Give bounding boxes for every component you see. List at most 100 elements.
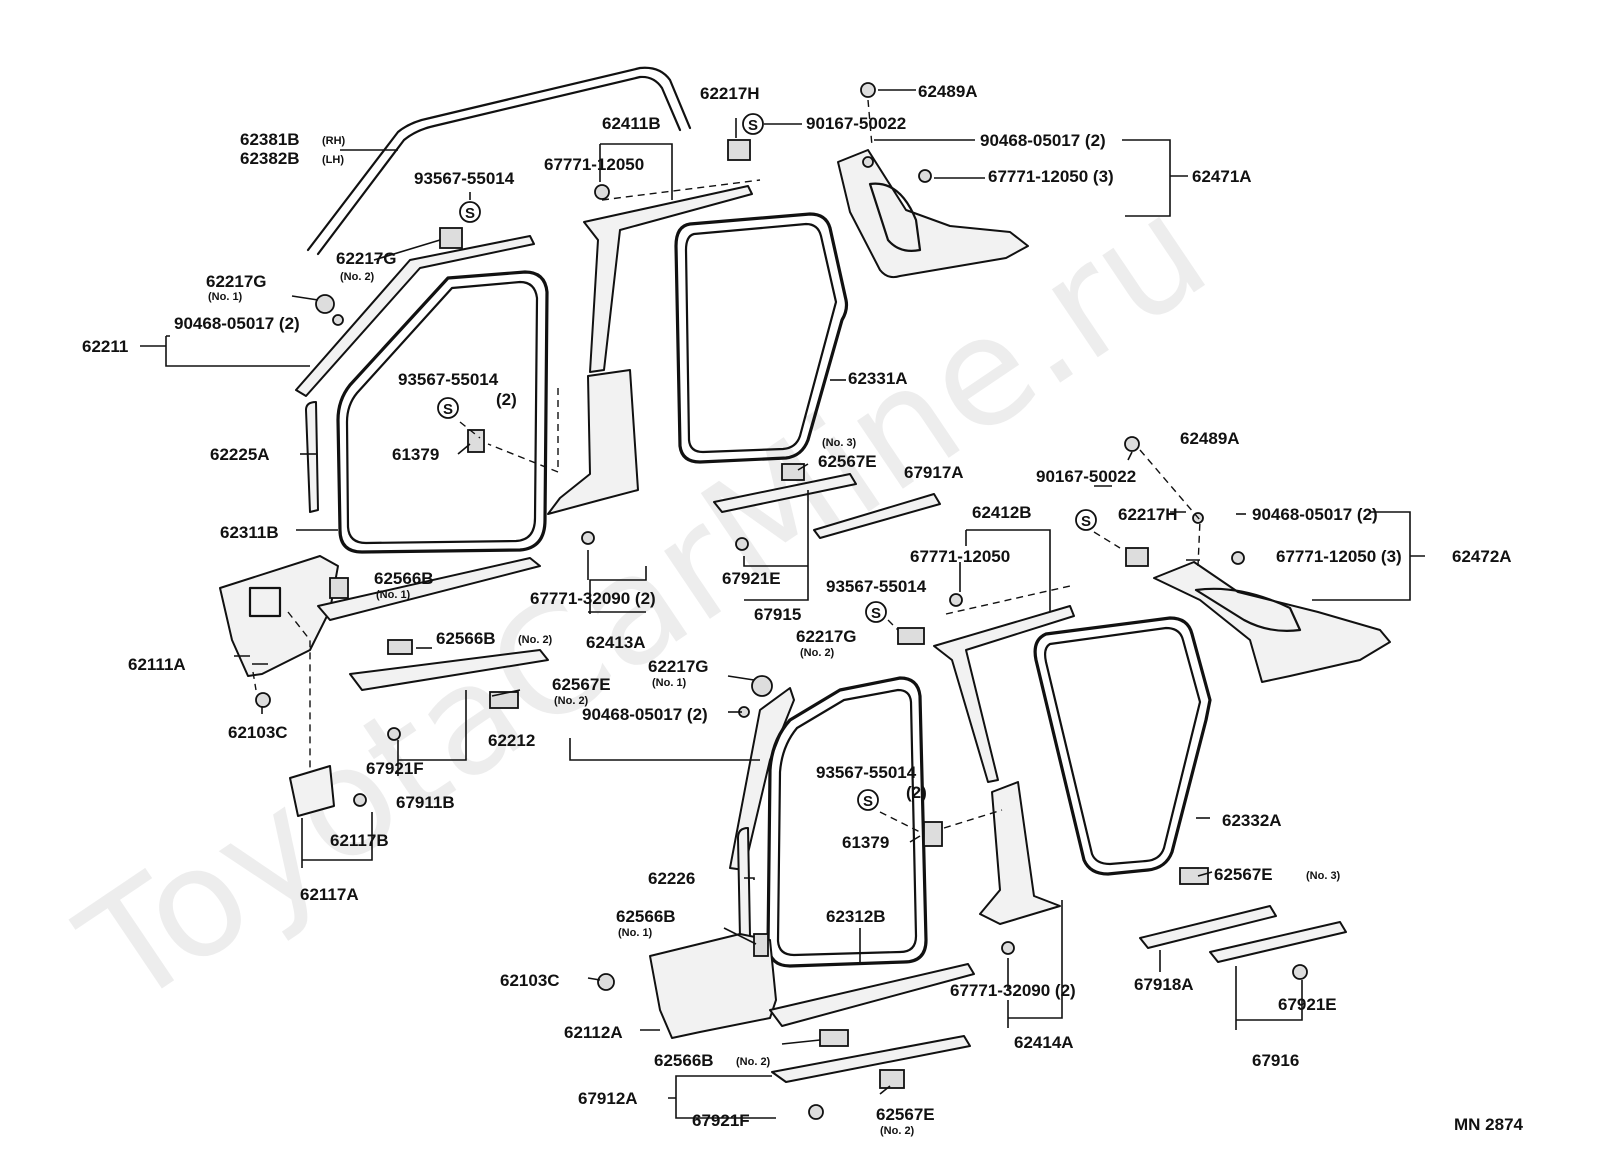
label-62217G-a: 62217G	[336, 249, 397, 268]
label-62566B-a: 62566B	[374, 569, 434, 588]
s-symbol-f: S	[863, 793, 873, 810]
clip-67921E-a	[735, 537, 749, 551]
diagram-code: MN 2874	[1454, 1115, 1524, 1134]
label-62411B: 62411B	[602, 114, 661, 133]
label-62567E-a: 62567E	[818, 452, 877, 471]
clip-90468-b	[332, 314, 344, 326]
label-62412B: 62412B	[972, 503, 1032, 522]
s-symbol-circle-b	[459, 201, 481, 223]
front-weatherstrip-62225A	[305, 401, 319, 513]
clip-62567E-a	[781, 463, 805, 481]
label-90468-b: 90468-05017 (2)	[174, 314, 300, 333]
clip-62567E-d	[879, 1069, 905, 1089]
center-pillar-upper	[583, 185, 753, 373]
label-62381B: 62381B	[240, 130, 300, 149]
clip-67771-32090-a	[581, 531, 595, 545]
label-62312B: 62312B	[826, 907, 886, 926]
label-93567-b: 93567-55014	[398, 370, 499, 389]
label-67771-3-a: 67771-12050 (3)	[988, 167, 1114, 186]
label-62211: 62211	[82, 337, 128, 356]
label-67915: 67915	[754, 605, 801, 624]
label-62217G-d: 62217G	[648, 657, 709, 676]
label-67918A: 67918A	[1134, 975, 1194, 994]
kick-panel-vent	[248, 586, 282, 618]
clip-62217G-a	[439, 227, 463, 249]
center-pillar-lower	[547, 369, 639, 515]
s-symbol-a: S	[748, 117, 758, 134]
label-67771-12050-a: 67771-12050	[544, 155, 644, 174]
front-door-scuff-plate	[349, 649, 549, 691]
front-weatherstrip-62226	[737, 827, 751, 939]
label-90468-d: 90468-05017 (2)	[582, 705, 708, 724]
s-symbol-circle-a	[742, 113, 764, 135]
label-62566B-d-no: (No. 2)	[736, 1056, 771, 1068]
clip-62217G-d	[751, 675, 773, 697]
s-symbol-circle-e	[865, 601, 887, 623]
label-62566B-d: 62566B	[654, 1051, 714, 1070]
rear-door-scuff-plate-67918A	[1139, 905, 1277, 949]
label-62567E-d: 62567E	[876, 1105, 935, 1124]
clip-62566B-c	[753, 933, 769, 957]
roof-rail-molding	[306, 66, 692, 252]
rear-door-scuff-67917A	[813, 493, 941, 539]
label-62217H-a: 62217H	[700, 84, 760, 103]
label-67771-3-b: 67771-12050 (3)	[1276, 547, 1402, 566]
label-62217G-c: 62217G	[796, 627, 857, 646]
s-symbol-c: S	[443, 401, 453, 418]
front-door-opening-trim-inner	[345, 280, 539, 545]
s-symbol-b: S	[465, 205, 475, 222]
label-67917A: 67917A	[904, 463, 964, 482]
clip-67771-3-b	[1231, 551, 1245, 565]
label-62103C-a: 62103C	[228, 723, 288, 742]
front-scuff-plate-upper-lh	[769, 963, 975, 1027]
label-93567-c: 93567-55014	[826, 577, 927, 596]
front-pillar-garnish-upper	[295, 235, 535, 397]
label-90468-a: 90468-05017 (2)	[980, 131, 1106, 150]
s-symbol-circle-d	[1075, 509, 1097, 531]
label-93567-d-qty: (2)	[906, 783, 927, 802]
label-67921F-a: 67921F	[366, 759, 424, 778]
label-67916: 67916	[1252, 1051, 1299, 1070]
clip-62566B-a	[329, 577, 349, 599]
clip-62489A-b	[1124, 436, 1140, 452]
clip-62117B	[353, 793, 367, 807]
label-61379-b: 61379	[842, 833, 889, 852]
clip-62217H-a	[727, 139, 751, 161]
label-62381B-rh: (RH)	[322, 135, 346, 147]
rear-door-opening-trim-inner	[684, 222, 838, 454]
label-62217H-b: 62217H	[1118, 505, 1178, 524]
label-62217G-b: 62217G	[206, 272, 267, 291]
part-labels: 62381B (RH) 62382B (LH) 62217H 62411B S …	[82, 82, 1524, 1137]
label-62117B: 62117B	[330, 831, 389, 850]
label-62567E-a-no: (No. 3)	[822, 437, 857, 449]
label-62217G-c-no: (No. 2)	[800, 647, 835, 659]
clip-61379-a	[467, 429, 485, 453]
label-62566B-a-no: (No. 1)	[376, 589, 411, 601]
rear-door-scuff-plate-67915	[713, 473, 857, 513]
rear-door-scuff-plate-67916	[1209, 921, 1347, 963]
label-62332A: 62332A	[1222, 811, 1282, 830]
s-symbol-circle-f	[857, 789, 879, 811]
label-61379-a: 61379	[392, 445, 439, 464]
label-67921F-b: 67921F	[692, 1111, 750, 1130]
clip-62566B-d	[819, 1029, 849, 1047]
label-62382B-lh: (LH)	[322, 154, 344, 166]
front-door-scuff-plate-lh	[771, 1035, 971, 1083]
s-symbol-d: S	[1081, 513, 1091, 530]
label-62567E-c-no: (No. 3)	[1306, 870, 1341, 882]
clip-67921E-b	[1292, 964, 1308, 980]
label-62566B-b-no: (No. 2)	[518, 634, 553, 646]
label-62112A: 62112A	[564, 1023, 623, 1042]
roof-rail-molding-inner	[316, 75, 682, 256]
label-93567-d: 93567-55014	[816, 763, 917, 782]
clip-62217G-c	[897, 627, 925, 645]
label-62103C-b: 62103C	[500, 971, 560, 990]
label-62217G-b-no: (No. 1)	[208, 291, 243, 303]
label-62111A: 62111A	[128, 655, 186, 674]
clip-62567E-c	[1179, 867, 1209, 885]
clip-62103C-b	[597, 973, 615, 991]
rear-door-opening-trim-lh	[1033, 616, 1212, 876]
clip-67771-32090-b	[1001, 941, 1015, 955]
label-67921E-b: 67921E	[1278, 995, 1337, 1014]
